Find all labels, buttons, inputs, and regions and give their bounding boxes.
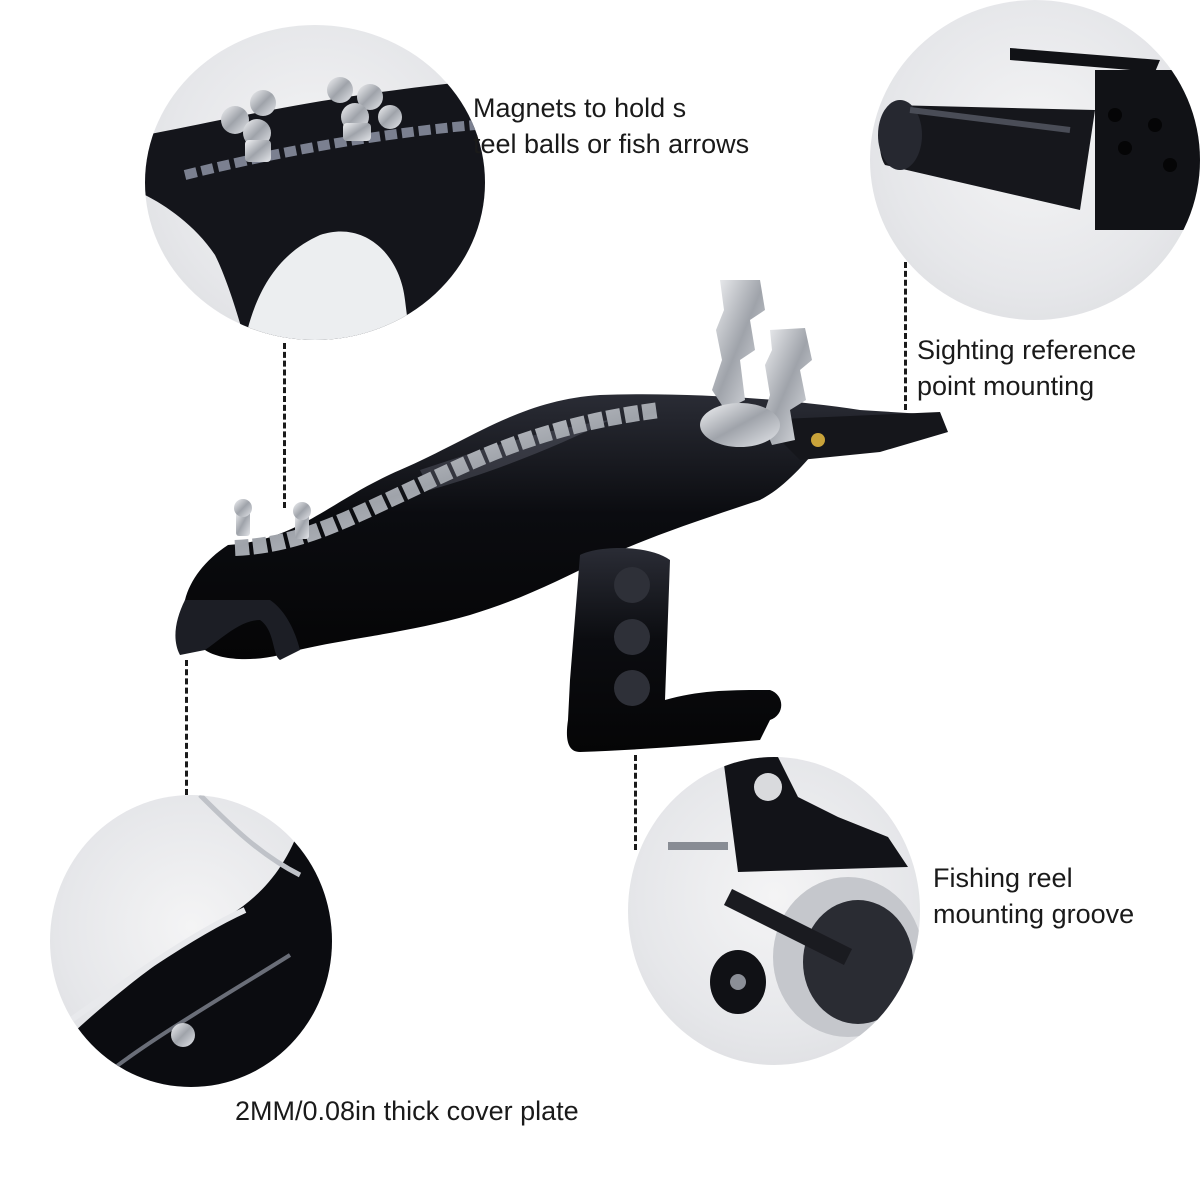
grip-hole (614, 670, 650, 706)
slingshot-tail (175, 600, 300, 660)
reel-closeup (668, 757, 920, 1037)
grip-hole (614, 619, 650, 655)
detail-magnets (145, 25, 485, 340)
grip-handle (566, 548, 782, 752)
sight-closeup (878, 48, 1200, 230)
callout-line-plate (185, 660, 188, 795)
front-blade (760, 412, 948, 460)
detail-cover-plate (50, 795, 332, 1087)
detail-reel-groove (628, 757, 920, 1065)
magnets-closeup (145, 77, 485, 340)
slingshot-body (183, 394, 941, 660)
detail-sighting (870, 0, 1200, 320)
callout-line-sighting (904, 262, 907, 410)
callout-line-reel (634, 755, 637, 850)
chrome-fork (700, 280, 812, 447)
callout-sighting: Sighting reference point mounting (917, 335, 1137, 401)
callout-plate: 2MM/0.08in thick cover plate (235, 1096, 579, 1126)
grip-hole (614, 567, 650, 603)
cover-plate-closeup (50, 795, 332, 1087)
callout-line-magnets (283, 343, 286, 508)
callout-magnets: Magnets to hold s teel balls or fish arr… (473, 93, 750, 159)
callout-reel: Fishing reel mounting groove (933, 863, 1135, 929)
magnet-stud (234, 499, 311, 539)
